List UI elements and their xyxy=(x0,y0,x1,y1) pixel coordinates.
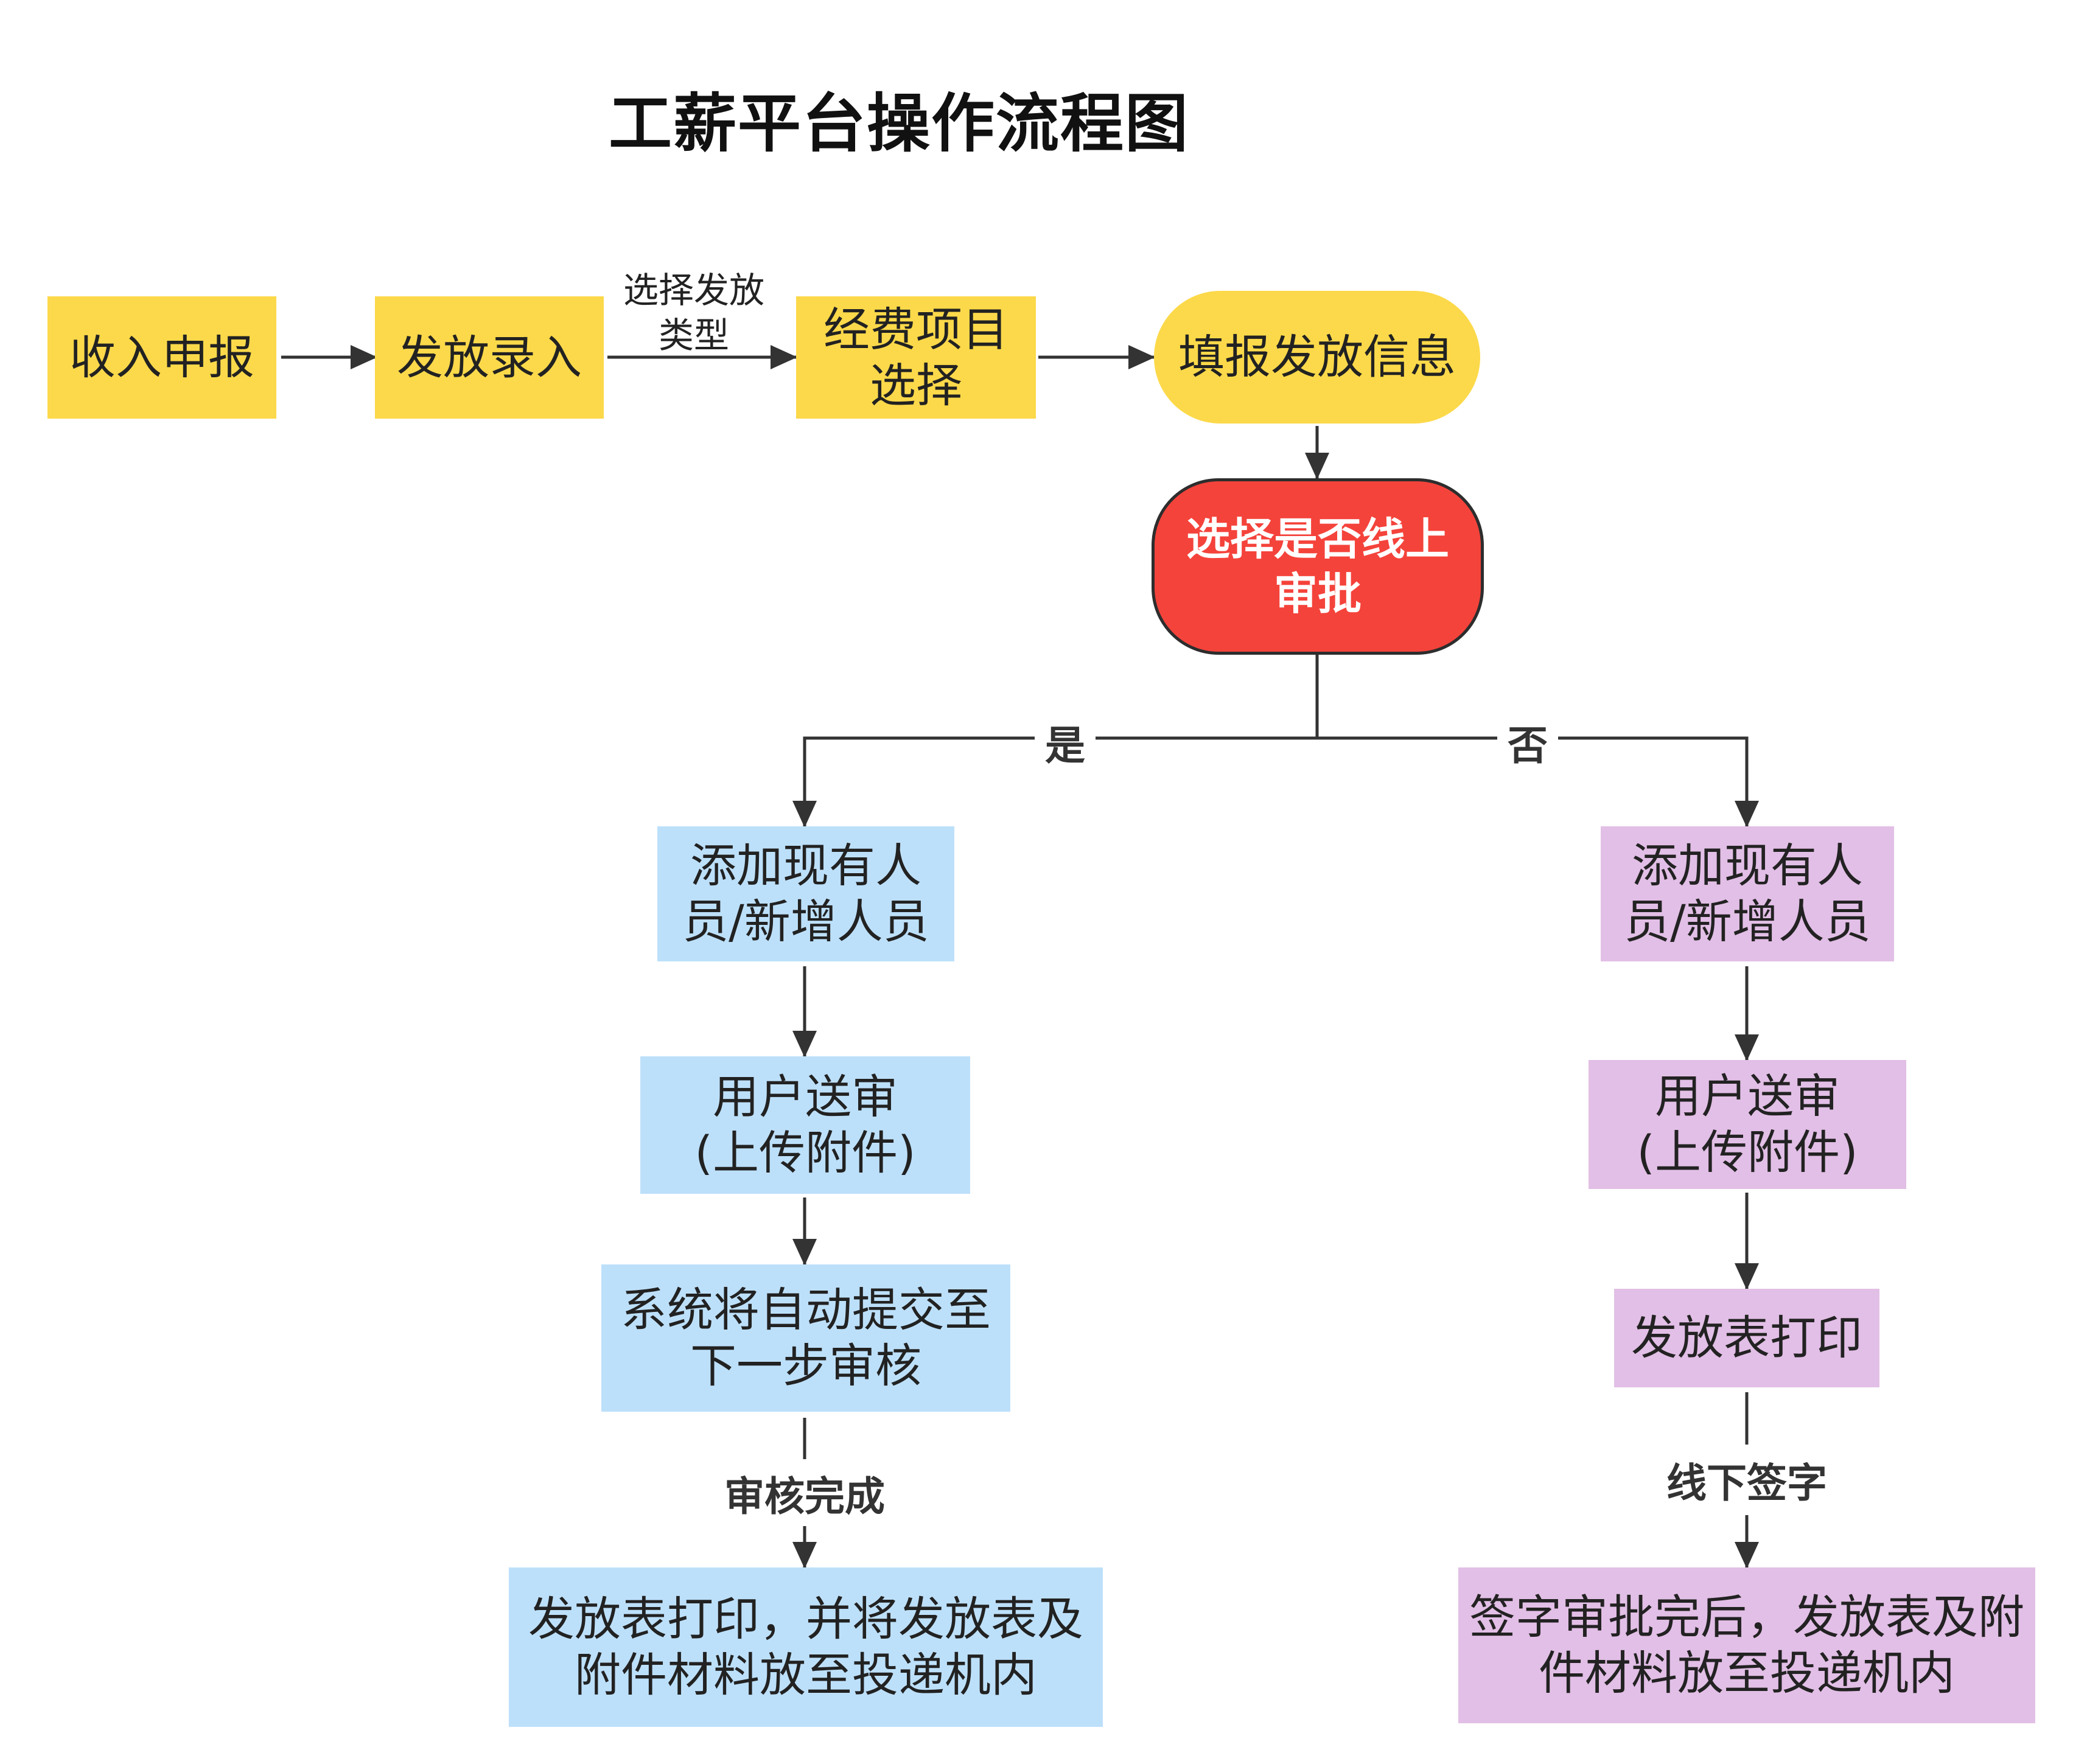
edge-label-select-type-line2: 类型 xyxy=(658,315,729,356)
node-right-add-people: 添加现有人 员/新增人员 xyxy=(1601,826,1894,961)
edge-label-select-type-line1: 选择发放 xyxy=(623,270,764,311)
node-fund-select: 经费项目 选择 xyxy=(796,296,1036,419)
node-left-submit-line1: 用户送审 xyxy=(713,1070,898,1124)
edge-label-offline-sign: 线下签字 xyxy=(1666,1460,1827,1507)
node-fund-select-line1: 经费项目 xyxy=(823,302,1009,357)
node-left-submit-line2: (上传附件) xyxy=(694,1126,916,1180)
node-right-add-people-line1: 添加现有人 xyxy=(1632,838,1863,893)
node-left-add-people: 添加现有人 员/新增人员 xyxy=(657,826,954,961)
node-fill-info: 填报发放信息 xyxy=(1154,291,1480,424)
node-left-add-people-line1: 添加现有人 xyxy=(690,838,921,893)
node-right-final-line2: 件材料放至投递机内 xyxy=(1539,1646,1955,1700)
node-left-final: 发放表打印，并将发放表及 附件材料放至投递机内 xyxy=(509,1567,1103,1727)
node-payout-entry-label: 发放录入 xyxy=(397,330,582,385)
edge-decision-branch-no xyxy=(1317,736,1759,828)
edge-label-yes: 是 xyxy=(1035,713,1096,772)
node-right-submit: 用户送审 (上传附件) xyxy=(1589,1060,1906,1189)
node-decision-online-approval: 选择是否线上 审批 xyxy=(1152,478,1484,655)
edge-label-select-type: 选择发放 类型 xyxy=(609,268,779,358)
node-left-auto-submit: 系统将自动提交至 下一步审核 xyxy=(601,1264,1010,1412)
node-decision-line1: 选择是否线上 xyxy=(1186,514,1449,565)
node-right-submit-line2: (上传附件) xyxy=(1637,1125,1858,1179)
node-decision-line2: 审批 xyxy=(1273,568,1362,619)
node-left-final-line1: 发放表打印，并将发放表及 xyxy=(528,1592,1083,1646)
edge-label-review-done: 审核完成 xyxy=(724,1473,885,1520)
node-right-print-label: 发放表打印 xyxy=(1631,1311,1862,1365)
node-left-auto-submit-line2: 下一步审核 xyxy=(690,1339,921,1393)
node-right-final: 签字审批完后，发放表及附 件材料放至投递机内 xyxy=(1458,1567,2035,1723)
node-income-report-label: 收入申报 xyxy=(69,330,254,385)
node-fill-info-label: 填报发放信息 xyxy=(1178,330,1456,384)
node-fund-select-line2: 选择 xyxy=(870,358,962,413)
node-right-final-line1: 签字审批完后，发放表及附 xyxy=(1469,1590,2024,1644)
edge-label-no: 否 xyxy=(1497,713,1558,772)
diagram-title: 工薪平台操作流程图 xyxy=(609,86,1190,161)
node-left-add-people-line2: 员/新增人员 xyxy=(682,894,929,949)
node-left-submit: 用户送审 (上传附件) xyxy=(640,1056,970,1194)
node-right-print: 发放表打印 xyxy=(1614,1289,1879,1387)
node-payout-entry: 发放录入 xyxy=(375,296,604,419)
node-left-auto-submit-line1: 系统将自动提交至 xyxy=(621,1283,991,1337)
node-left-final-line2: 附件材料放至投递机内 xyxy=(575,1648,1037,1702)
node-income-report: 收入申报 xyxy=(47,296,276,419)
node-right-submit-line1: 用户送审 xyxy=(1655,1069,1840,1123)
node-right-add-people-line2: 员/新增人员 xyxy=(1624,894,1871,949)
